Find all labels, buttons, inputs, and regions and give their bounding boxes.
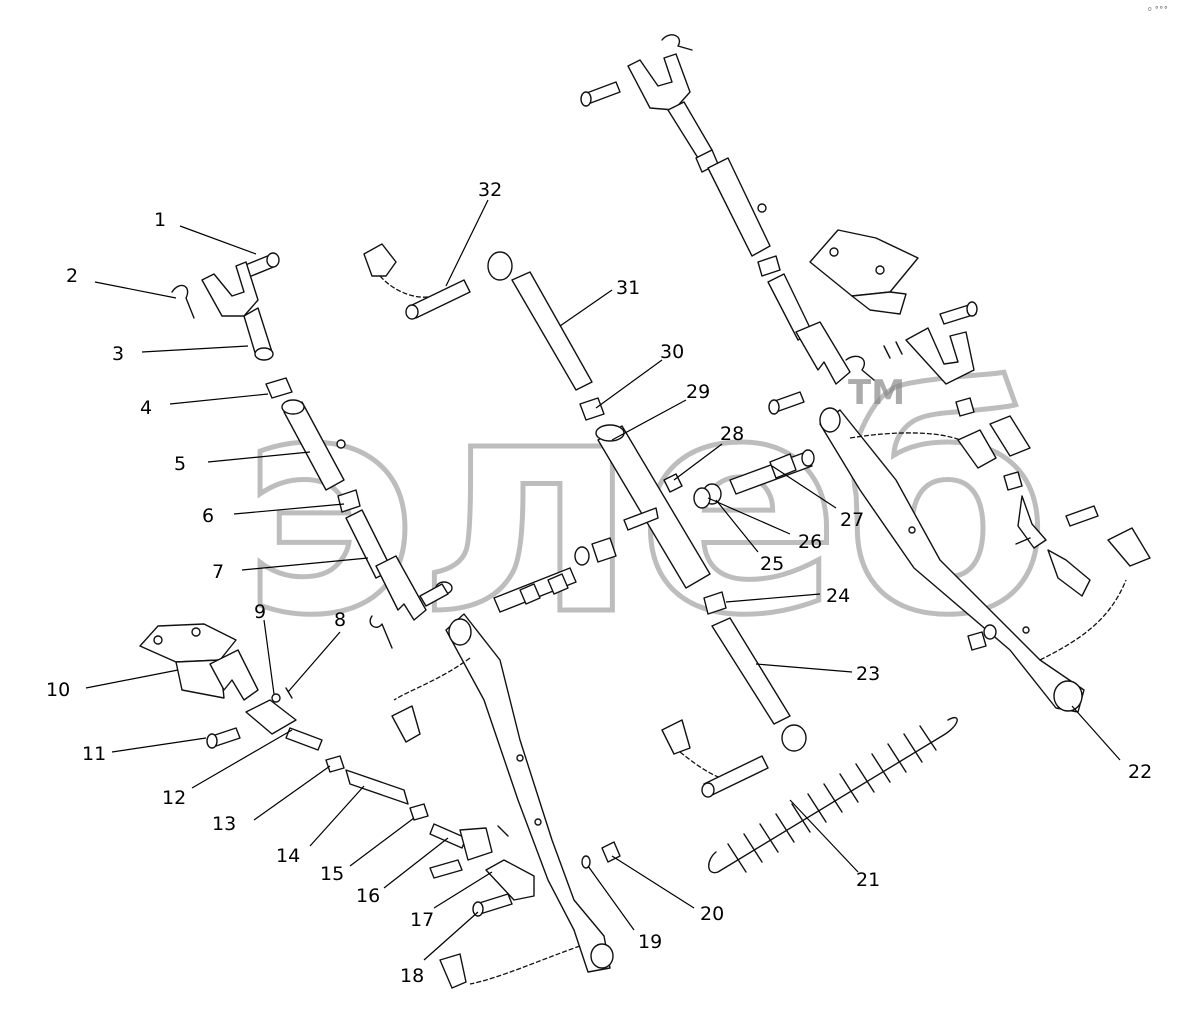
left-lower-link bbox=[391, 613, 621, 989]
callout-19: 19 bbox=[638, 931, 662, 953]
corner-mark: ⁰ ˚˚˚ bbox=[1148, 6, 1168, 17]
callout-22: 22 bbox=[1128, 761, 1152, 783]
nut-15 bbox=[409, 803, 429, 821]
leader-lines bbox=[85, 199, 1121, 961]
callout-15: 15 bbox=[320, 863, 344, 885]
clip-8 bbox=[285, 687, 293, 699]
washer-19 bbox=[581, 855, 591, 869]
center-shaft-assembly bbox=[493, 424, 815, 798]
callout-11: 11 bbox=[82, 743, 106, 765]
watermark-tm: TM bbox=[848, 373, 905, 413]
callout-24: 24 bbox=[826, 585, 850, 607]
handle-32 bbox=[363, 243, 397, 277]
callout-6: 6 bbox=[202, 505, 214, 527]
left-lift-rod-assembly bbox=[171, 252, 453, 649]
grease-28 bbox=[663, 473, 683, 493]
callout-16: 16 bbox=[356, 885, 380, 907]
yoke-12 bbox=[245, 699, 323, 751]
bushing-26 bbox=[693, 487, 711, 509]
spring-21 bbox=[708, 717, 958, 874]
lower-left-linkage bbox=[139, 623, 535, 917]
ball-9 bbox=[271, 693, 281, 703]
nut-30 bbox=[579, 397, 605, 421]
callout-27: 27 bbox=[840, 509, 864, 531]
callout-21: 21 bbox=[856, 869, 880, 891]
fork-3 bbox=[201, 261, 274, 361]
right-lift-rod-assembly bbox=[580, 34, 1099, 597]
callout-28: 28 bbox=[720, 423, 744, 445]
callout-4: 4 bbox=[140, 397, 152, 419]
callout-8: 8 bbox=[334, 609, 346, 631]
callout-18: 18 bbox=[400, 965, 424, 987]
rod-31 bbox=[487, 251, 593, 391]
callout-5: 5 bbox=[174, 453, 186, 475]
callout-12: 12 bbox=[162, 787, 186, 809]
shaft-27 bbox=[729, 449, 815, 495]
callout-26: 26 bbox=[798, 531, 822, 553]
fork-7 bbox=[345, 509, 453, 649]
callout-labels: 1 2 3 4 5 6 7 8 9 10 11 12 13 14 15 16 1… bbox=[46, 179, 1152, 987]
plate-17 bbox=[485, 859, 535, 901]
callout-32: 32 bbox=[478, 179, 502, 201]
callout-23: 23 bbox=[856, 663, 880, 685]
callout-25: 25 bbox=[760, 553, 784, 575]
callout-3: 3 bbox=[112, 343, 124, 365]
callout-7: 7 bbox=[212, 561, 224, 583]
callout-31: 31 bbox=[616, 277, 640, 299]
yoke-16 bbox=[429, 823, 509, 861]
shaft-left bbox=[493, 537, 617, 613]
callout-13: 13 bbox=[212, 813, 236, 835]
callout-1: 1 bbox=[154, 209, 166, 231]
nut-24 bbox=[703, 591, 727, 615]
callout-2: 2 bbox=[66, 265, 78, 287]
nut-4 bbox=[265, 377, 293, 399]
nut-13 bbox=[325, 755, 345, 773]
bolt-14 bbox=[345, 769, 409, 805]
callout-30: 30 bbox=[660, 341, 684, 363]
pin-11 bbox=[206, 727, 241, 749]
callout-17: 17 bbox=[410, 909, 434, 931]
callout-20: 20 bbox=[700, 903, 724, 925]
nut-20 bbox=[601, 841, 621, 863]
clip-2 bbox=[171, 284, 195, 319]
bolt-18 bbox=[429, 859, 513, 917]
callout-29: 29 bbox=[686, 381, 710, 403]
right-lower-link bbox=[819, 407, 1151, 713]
callout-9: 9 bbox=[254, 601, 266, 623]
center-top-link bbox=[363, 243, 605, 421]
callout-14: 14 bbox=[276, 845, 300, 867]
rod-23 bbox=[711, 617, 807, 752]
sleeve-5 bbox=[281, 399, 346, 491]
nut-6 bbox=[337, 489, 361, 513]
callout-10: 10 bbox=[46, 679, 70, 701]
